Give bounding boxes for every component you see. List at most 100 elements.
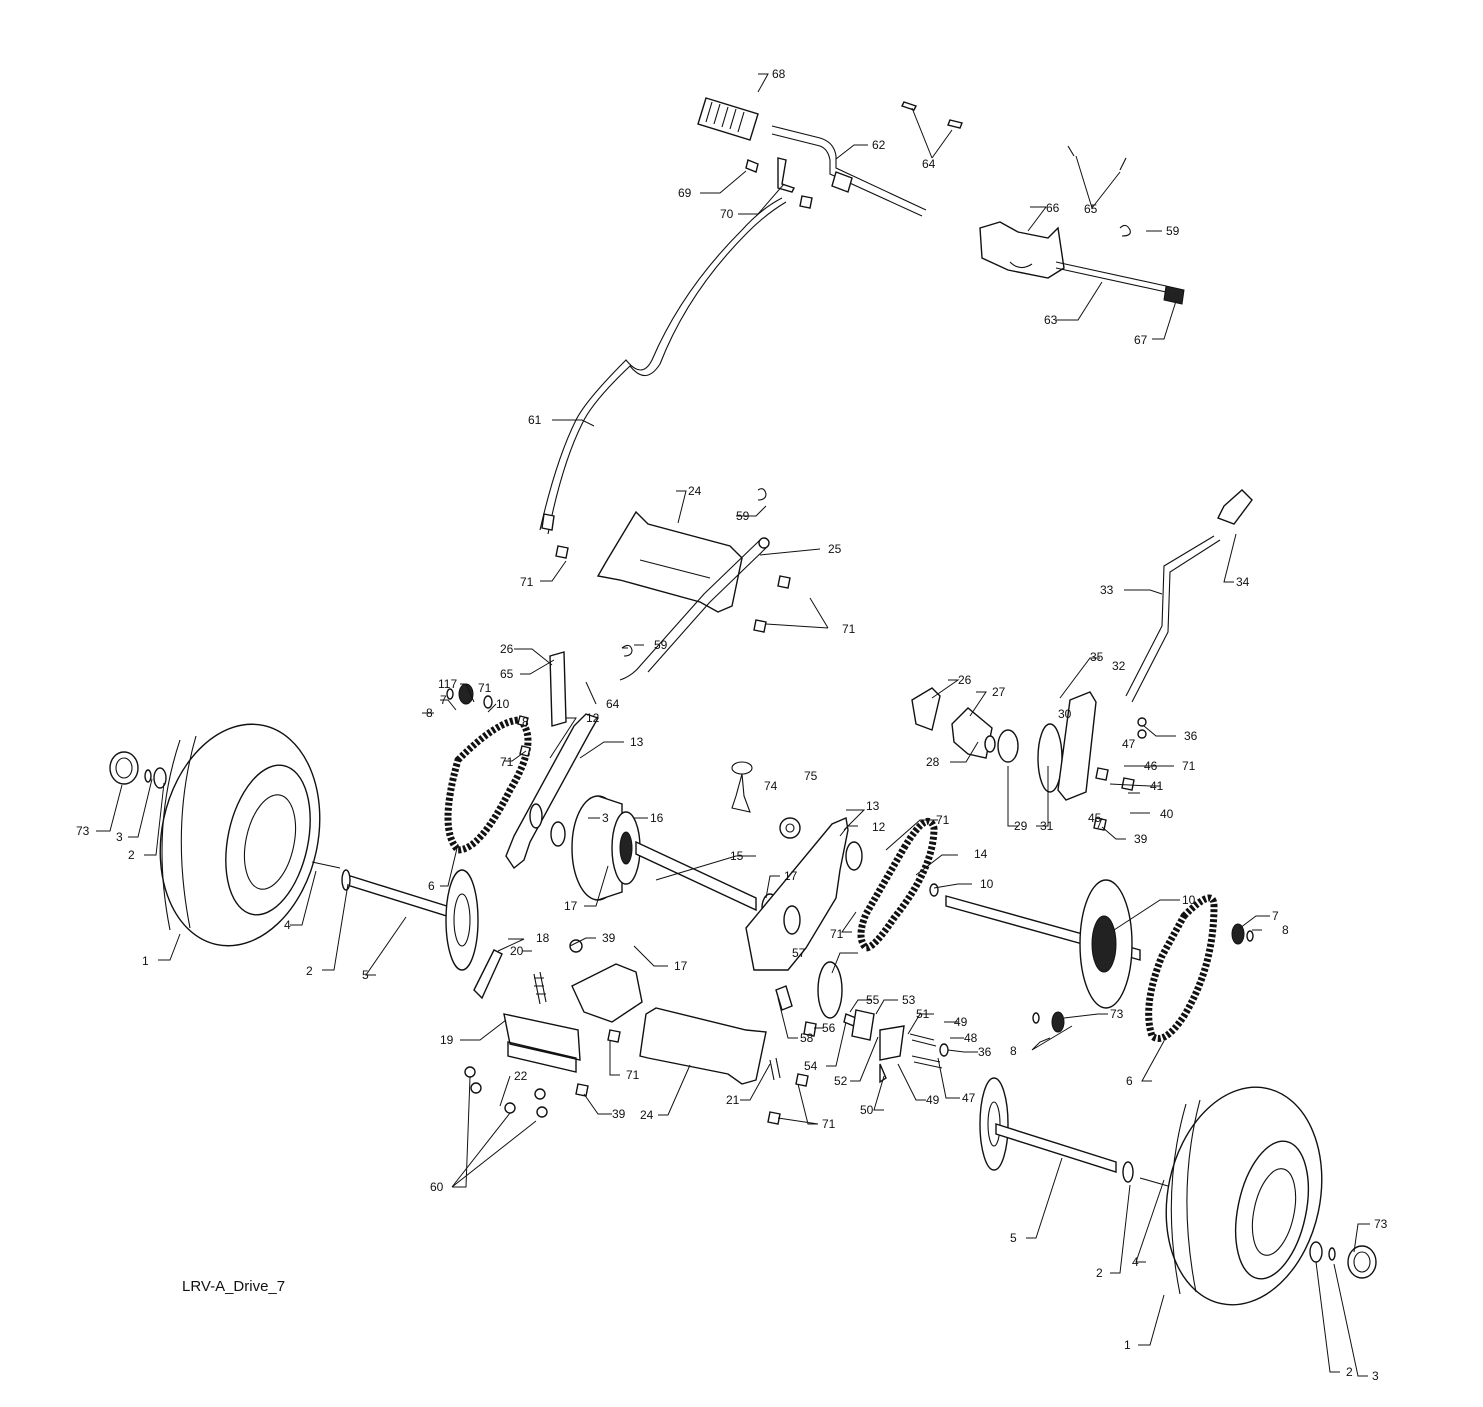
callout-9: 8	[522, 715, 529, 729]
callout-58: 59	[654, 638, 668, 652]
callout-42: 46	[1144, 759, 1158, 773]
right-chain	[1145, 894, 1218, 1042]
callout-16: 15	[730, 849, 744, 863]
callout-46: 48	[964, 1031, 978, 1045]
upper-frame-parts	[555, 488, 791, 681]
callout-8: 8	[1010, 1044, 1017, 1058]
callout-38: 39	[1134, 832, 1148, 846]
callout-33: 32	[1112, 659, 1126, 673]
callout-14: 13	[866, 799, 880, 813]
callout-37: 36	[978, 1045, 992, 1059]
callout-74: 74	[764, 779, 778, 793]
bail-rod	[771, 125, 927, 217]
callout-13: 12	[586, 711, 600, 725]
callout-58: 59	[1166, 224, 1180, 238]
link-rod	[619, 539, 769, 681]
callout-3: 3	[1372, 1369, 1379, 1383]
callout-5: 5	[362, 968, 369, 982]
diagram-caption: LRV-A_Drive_7	[182, 1278, 285, 1295]
callout-20: 19	[440, 1033, 454, 1047]
callout-67: 68	[772, 67, 786, 81]
callout-8: 8	[1282, 923, 1289, 937]
right-sprocket-lower	[979, 1077, 1009, 1171]
shift-lever	[1125, 535, 1221, 703]
callout-3: 3	[116, 830, 123, 844]
callout-40: 41	[1150, 779, 1164, 793]
callout-26: 26	[500, 642, 514, 656]
callout-57: 58	[800, 1031, 814, 1045]
callout-11: 10	[980, 877, 994, 891]
callout-13: 12	[872, 820, 886, 834]
callout-68: 69	[678, 186, 692, 200]
callout-24: 24	[640, 1108, 654, 1122]
callout-70: 71	[842, 622, 856, 636]
drive-cable	[539, 197, 787, 535]
callout-43: 47	[1122, 737, 1136, 751]
callout-2: 2	[1096, 1266, 1103, 1280]
callout-8: 8	[426, 706, 433, 720]
callout-22: 21	[726, 1093, 740, 1107]
callout-21: 20	[510, 944, 524, 958]
callout-24: 24	[688, 484, 702, 498]
lower-linkage	[464, 939, 949, 1125]
center-chain	[857, 817, 938, 952]
callout-35: 34	[1236, 575, 1250, 589]
callout-15: 17	[784, 869, 798, 883]
callout-48: 49	[926, 1093, 940, 1107]
control-bracket	[979, 221, 1065, 279]
callout-17: 16	[650, 811, 664, 825]
callout-7: 7	[1272, 909, 1279, 923]
callout-6: 6	[428, 879, 435, 893]
callout-30: 29	[1014, 819, 1028, 833]
callout-49: 50	[860, 1103, 874, 1117]
callout-12: 14	[974, 847, 988, 861]
right-control-assembly	[911, 489, 1253, 831]
callout-73: 73	[1110, 1007, 1124, 1021]
right-side-plate	[745, 817, 849, 971]
callout-11: 10	[496, 697, 510, 711]
callout-51: 52	[834, 1074, 848, 1088]
callout-15: 17	[564, 899, 578, 913]
callout-5: 5	[1010, 1231, 1017, 1245]
callout-29: 28	[926, 755, 940, 769]
callout-66: 67	[1134, 333, 1148, 347]
right-wheel-assembly	[979, 1077, 1377, 1306]
callout-64: 65	[1084, 202, 1098, 216]
handle-grip	[697, 97, 759, 141]
callout-55: 56	[822, 1021, 836, 1035]
center-plate-assembly	[731, 761, 938, 971]
callout-3: 3	[602, 811, 609, 825]
callout-6: 6	[1126, 1074, 1133, 1088]
callout-41: 45	[1088, 811, 1102, 825]
callout-32: 31	[1040, 819, 1054, 833]
callout-70: 71	[626, 1068, 640, 1082]
callout-71: 73	[1374, 1217, 1388, 1231]
leader-lines	[96, 73, 1370, 1377]
callout-63: 64	[922, 157, 936, 171]
callout-54: 55	[866, 993, 880, 1007]
callout-65: 66	[1046, 201, 1060, 215]
callout-18: 17	[674, 959, 688, 973]
callout-7: 7	[440, 693, 447, 707]
callout-14: 13	[630, 735, 644, 749]
callout-63: 64	[606, 697, 620, 711]
right-axle	[995, 1123, 1117, 1173]
callout-64: 65	[500, 667, 514, 681]
frame-plate	[596, 510, 743, 613]
callout-70: 71	[830, 927, 844, 941]
callout-10: 10	[1182, 893, 1196, 907]
callout-39: 40	[1160, 807, 1174, 821]
callout-56: 57	[792, 946, 806, 960]
callout-34: 33	[1100, 583, 1114, 597]
callout-117: 117	[438, 677, 457, 691]
callout-4: 4	[284, 918, 291, 932]
callout-2: 2	[1346, 1365, 1353, 1379]
spring	[533, 971, 547, 1005]
callout-38: 39	[612, 1107, 626, 1121]
callout-52: 53	[902, 993, 916, 1007]
callout-70: 71	[822, 1117, 836, 1131]
left-sprocket	[445, 869, 479, 971]
callout-70: 71	[478, 681, 492, 695]
